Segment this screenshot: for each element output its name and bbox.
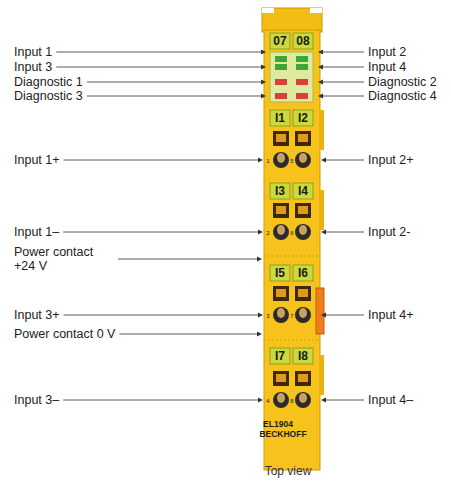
leader-arrowhead [261, 65, 266, 70]
leader-arrowhead [258, 158, 263, 163]
side-rib [319, 110, 324, 150]
side-rib [319, 190, 324, 230]
signal-label: Input 4 [368, 60, 406, 74]
terminal-number: I4 [298, 184, 308, 198]
leader-arrowhead [258, 230, 263, 235]
signal-label: Input 1 [14, 45, 52, 59]
signal-label: Input 3 [14, 60, 52, 74]
leader-arrowhead [321, 158, 326, 163]
contact-number: 2 [266, 229, 269, 237]
signal-label: Diagnostic 4 [368, 89, 437, 103]
contact-number: 7 [290, 312, 293, 320]
led-window [270, 52, 313, 102]
terminal-number: I6 [298, 266, 308, 280]
signal-label: Input 4+ [368, 308, 414, 322]
leader-arrowhead [257, 257, 262, 262]
terminal-number: 07 [273, 34, 286, 48]
signal-label: Input 4– [368, 393, 413, 407]
leader-arrowhead [261, 80, 266, 85]
leader-line [325, 400, 364, 401]
leader-line [322, 96, 364, 97]
leader-arrowhead [318, 50, 323, 55]
leader-arrowhead [261, 50, 266, 55]
contact-number: 3 [266, 312, 269, 320]
terminal-marking: BECKHOFF [259, 429, 306, 440]
signal-label: Power contact +24 V [14, 245, 114, 273]
leader-arrowhead [321, 230, 326, 235]
leader-line [63, 232, 259, 233]
cap-notch [262, 8, 274, 13]
terminal-number: I5 [275, 266, 285, 280]
leader-arrowhead [258, 313, 263, 318]
leader-arrowhead [321, 398, 326, 403]
cap-notch [310, 8, 322, 13]
view-caption: Top view [265, 464, 312, 478]
leader-line [63, 400, 259, 401]
terminal-number: I3 [275, 184, 285, 198]
leader-line [118, 259, 258, 260]
terminal-number: I7 [275, 349, 285, 363]
label-plates [270, 33, 313, 364]
signal-label: Diagnostic 1 [14, 75, 83, 89]
signal-label: Input 3– [14, 393, 59, 407]
power-contact-line [264, 256, 320, 257]
leader-line [119, 334, 258, 335]
signal-label: Diagnostic 2 [368, 75, 437, 89]
leader-line [87, 82, 262, 83]
leader-line [56, 52, 262, 53]
terminal-number: I2 [298, 111, 308, 125]
terminal-marking: EL1904 [263, 419, 293, 430]
signal-label: Diagnostic 3 [14, 89, 83, 103]
terminal-number: I8 [298, 349, 308, 363]
leader-line [64, 160, 259, 161]
signal-label: Input 2 [368, 45, 406, 59]
leader-line [322, 82, 364, 83]
leader-line [64, 315, 259, 316]
leader-arrowhead [261, 94, 266, 99]
leader-line [325, 315, 364, 316]
leader-line [56, 67, 262, 68]
contact-number: 5 [290, 157, 293, 165]
leader-arrowhead [318, 65, 323, 70]
contact-number: 6 [290, 229, 293, 237]
signal-label: Input 3+ [14, 308, 60, 322]
leader-arrowhead [318, 94, 323, 99]
signal-label: Input 2- [368, 225, 410, 239]
signal-label: Power contact 0 V [14, 327, 115, 341]
terminal-number: I1 [275, 111, 285, 125]
leader-arrowhead [321, 313, 326, 318]
leader-arrowhead [258, 398, 263, 403]
signal-label: Input 1– [14, 225, 59, 239]
side-rib [319, 355, 324, 395]
leader-line [87, 96, 262, 97]
leader-line [325, 232, 364, 233]
terminal-body [264, 30, 320, 470]
terminal-cap [262, 8, 322, 32]
leader-line [325, 160, 364, 161]
terminal-number: 08 [296, 34, 309, 48]
leader-arrowhead [257, 332, 262, 337]
power-contact-line [264, 340, 320, 341]
leader-line [322, 67, 364, 68]
signal-label: Input 2+ [368, 153, 414, 167]
contact-number: 8 [290, 397, 293, 405]
contacts [273, 131, 311, 408]
contact-number: 4 [266, 397, 269, 405]
leds [275, 56, 308, 99]
leader-line [322, 52, 364, 53]
contact-number: 1 [266, 157, 269, 165]
orange-tab [316, 288, 324, 334]
leader-lines [56, 50, 364, 403]
leader-arrowhead [318, 80, 323, 85]
signal-label: Input 1+ [14, 153, 60, 167]
